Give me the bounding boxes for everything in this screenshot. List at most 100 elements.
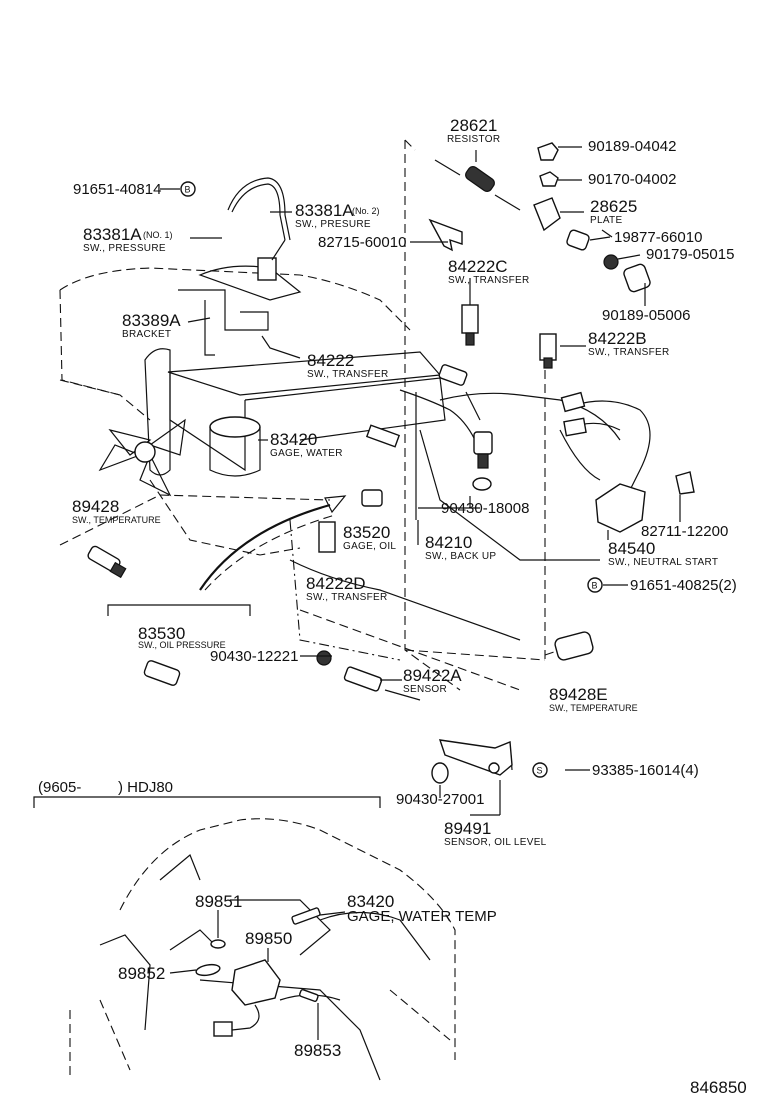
part-number-83530: 83530 bbox=[138, 624, 185, 643]
sensor-89853-icon bbox=[299, 988, 319, 1002]
part-number-90189-05006: 90189-05006 bbox=[602, 307, 690, 324]
bolt-90189-05006-icon bbox=[623, 263, 651, 293]
nut-90179-05015-icon bbox=[603, 254, 619, 270]
water-gage-83420-icon bbox=[365, 424, 401, 448]
part-desc-83389a: BRACKET bbox=[122, 329, 171, 340]
part-number-28625: 28625 bbox=[590, 197, 637, 216]
circled-letter-b-91651-40825-icon: B bbox=[587, 577, 603, 593]
sensor-89422a-icon bbox=[343, 666, 383, 692]
part-number-84222: 84222 bbox=[307, 351, 354, 370]
part-number-91651-40814: 91651-40814 bbox=[73, 181, 161, 198]
plate-28625-icon bbox=[533, 197, 561, 232]
variant-model-label: ) HDJ80 bbox=[118, 779, 173, 796]
part-number-82715-60010: 82715-60010 bbox=[318, 234, 406, 251]
circled-letter-b-91651-40814-icon: B bbox=[180, 181, 196, 197]
oil-level-sensor-89491-icon bbox=[438, 739, 513, 776]
part-number-89852: 89852 bbox=[118, 964, 165, 983]
part-number-82711-12200: 82711-12200 bbox=[641, 523, 728, 540]
bolt-90189-04042-icon bbox=[537, 142, 559, 161]
part-number-89422a: 89422A bbox=[403, 666, 462, 685]
module-89850-icon bbox=[231, 959, 281, 1006]
part-number-83381a-no2: 83381A bbox=[295, 201, 354, 220]
gasket-90430-12221-icon bbox=[316, 650, 332, 666]
clip-82715-60010-icon bbox=[428, 218, 463, 252]
diagram-id: 846850 bbox=[690, 1078, 747, 1097]
part-desc-89422a: SENSOR bbox=[403, 684, 447, 695]
variant-start-label: (9605- bbox=[38, 779, 81, 796]
part-number-89428e: 89428E bbox=[549, 685, 608, 704]
part-number-91651-40825: 91651-40825(2) bbox=[630, 577, 737, 594]
resistor-28621-icon bbox=[434, 159, 521, 211]
part-number-83389a: 83389A bbox=[122, 311, 181, 330]
svg-text:S: S bbox=[537, 766, 543, 776]
part-number-90430-27001: 90430-27001 bbox=[396, 791, 484, 808]
part-desc-84222c: SW., TRANSFER bbox=[448, 275, 530, 286]
part-number-84222d: 84222D bbox=[306, 574, 366, 593]
part-desc-28621: RESISTOR bbox=[447, 134, 500, 145]
svg-text:B: B bbox=[592, 581, 598, 591]
grommet-89851-icon bbox=[210, 939, 226, 949]
part-number-83520: 83520 bbox=[343, 523, 390, 542]
connector-icon bbox=[213, 1021, 233, 1037]
neutral-start-switch-84540-icon bbox=[595, 483, 646, 533]
clip-82711-12200-icon bbox=[675, 471, 695, 495]
part-desc-89428e: SW., TEMPERATURE bbox=[549, 703, 638, 713]
part-number-89428: 89428 bbox=[72, 497, 119, 516]
part-desc-84210: SW., BACK UP bbox=[425, 551, 496, 562]
part-number-90189-04042: 90189-04042 bbox=[588, 138, 676, 155]
part-qualifier-83381a-no1: (NO. 1) bbox=[143, 230, 173, 240]
cap-19877-66010-icon bbox=[566, 229, 590, 251]
transfer-switch-84222c-icon bbox=[461, 304, 479, 346]
part-number-83381a-no1: 83381A bbox=[83, 225, 142, 244]
back-up-switch-84210-icon bbox=[473, 431, 493, 469]
temperature-switch-89428-icon bbox=[87, 545, 127, 579]
transfer-switch-84222-icon bbox=[438, 364, 468, 386]
part-number-83420-lower: 83420 bbox=[347, 892, 394, 911]
part-desc-84222: SW., TRANSFER bbox=[307, 369, 389, 380]
nut-90170-04002-icon bbox=[539, 171, 559, 187]
parts bbox=[87, 142, 695, 784]
part-number-89850: 89850 bbox=[245, 929, 292, 948]
part-number-84540: 84540 bbox=[608, 539, 655, 558]
part-number-90430-18008: 90430-18008 bbox=[441, 500, 529, 517]
part-desc-83420: GAGE, WATER bbox=[270, 448, 343, 459]
water-temp-gage-83420-icon bbox=[291, 907, 321, 925]
part-desc-84540: SW., NEUTRAL START bbox=[608, 557, 718, 568]
part-number-89491: 89491 bbox=[444, 819, 491, 838]
gasket-90430-27001-icon bbox=[431, 762, 449, 784]
part-desc-83520: GAGE, OIL bbox=[343, 541, 396, 552]
gasket-90430-18008-icon bbox=[472, 477, 492, 491]
svg-text:B: B bbox=[185, 185, 191, 195]
part-number-89851: 89851 bbox=[195, 892, 242, 911]
part-desc-28625: PLATE bbox=[590, 215, 622, 226]
part-number-28621: 28621 bbox=[450, 116, 497, 135]
callout-labels: 28621 RESISTOR 90189-04042 90170-04002 2… bbox=[72, 116, 737, 848]
transfer-switch-84222d-icon bbox=[318, 521, 336, 553]
part-number-90170-04002: 90170-04002 bbox=[588, 171, 676, 188]
part-number-84210: 84210 bbox=[425, 533, 472, 552]
part-desc-89491: SENSOR, OIL LEVEL bbox=[444, 837, 547, 848]
part-number-89853: 89853 bbox=[294, 1041, 341, 1060]
oil-pressure-switch-83530-icon bbox=[143, 660, 181, 686]
part-number-19877-66010: 19877-66010 bbox=[614, 229, 702, 246]
part-number-90430-12221: 90430-12221 bbox=[210, 648, 298, 665]
part-desc-84222b: SW., TRANSFER bbox=[588, 347, 670, 358]
leader-lines bbox=[160, 146, 681, 816]
clamp-89852-icon bbox=[195, 963, 221, 977]
oil-gage-83520-icon bbox=[361, 489, 383, 507]
part-desc-83420-lower: GAGE, WATER TEMP bbox=[347, 908, 497, 925]
part-number-83420: 83420 bbox=[270, 430, 317, 449]
part-number-90179-05015: 90179-05015 bbox=[646, 246, 734, 263]
part-desc-89428: SW., TEMPERATURE bbox=[72, 515, 161, 525]
variant-section: (9605- ) HDJ80 bbox=[33, 779, 497, 1081]
temperature-switch-89428e-icon bbox=[554, 631, 594, 661]
transfer-switch-84222b-icon bbox=[539, 333, 557, 369]
part-qualifier-83381a-no2: (No. 2) bbox=[352, 206, 380, 216]
part-number-84222b: 84222B bbox=[588, 329, 647, 348]
circled-letter-s-93385-icon: S bbox=[532, 762, 548, 778]
part-number-93385-16014: 93385-16014(4) bbox=[592, 762, 699, 779]
part-desc-83381a-no1: SW., PRESSURE bbox=[83, 243, 166, 254]
part-desc-83381a-no2: SW., PRESURE bbox=[295, 219, 371, 230]
part-desc-84222d: SW., TRANSFER bbox=[306, 592, 388, 603]
